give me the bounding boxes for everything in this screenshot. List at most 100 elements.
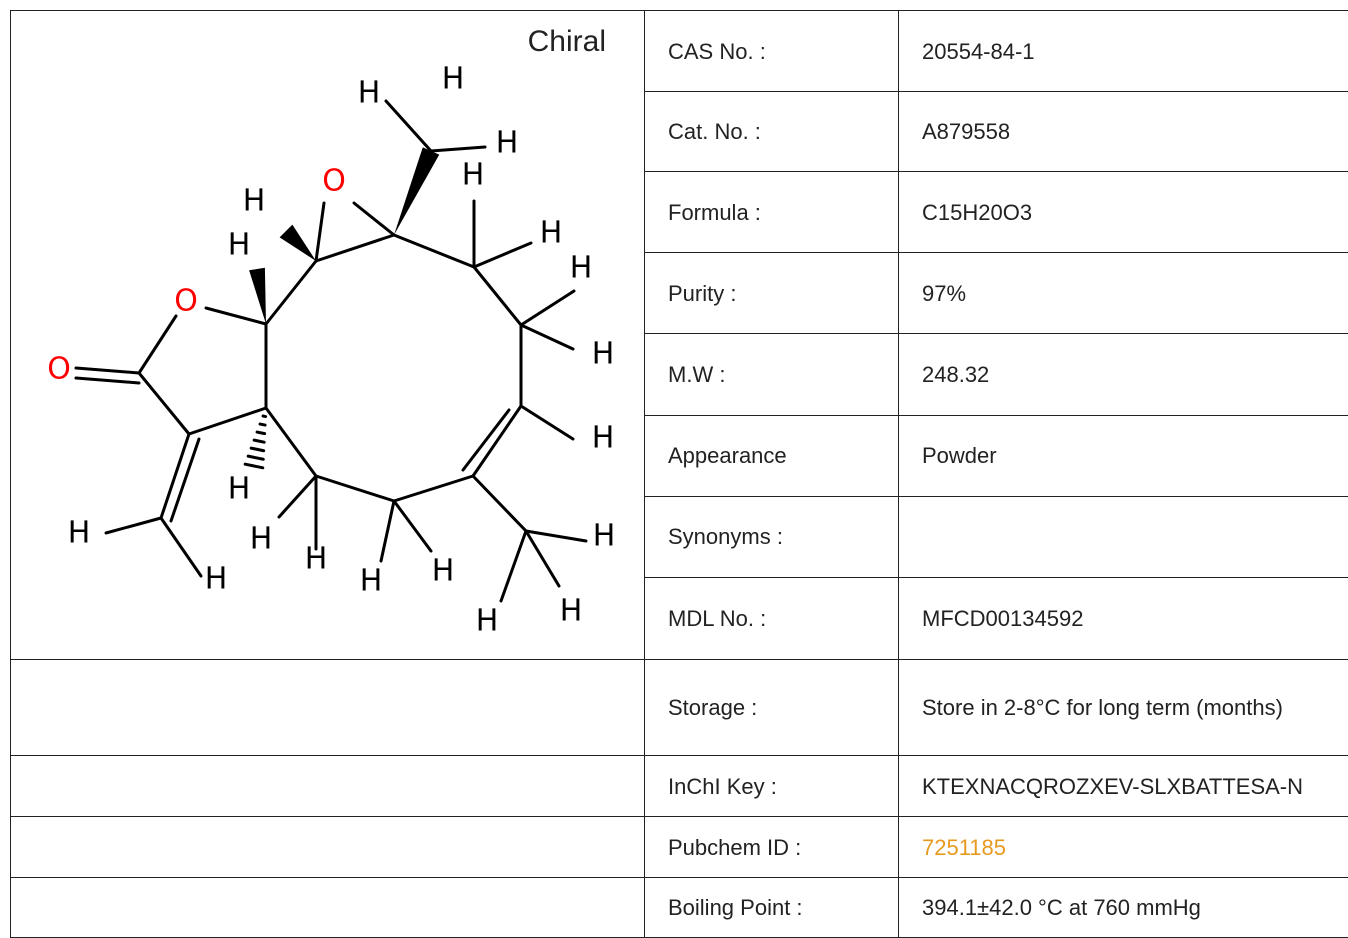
hydrogen-atom-label: H xyxy=(593,519,616,554)
mw-value: 248.32 xyxy=(899,334,1348,415)
bond-line xyxy=(431,147,485,151)
bond-line xyxy=(473,406,521,476)
hydrogen-atom-label: H xyxy=(592,337,615,372)
hydrogen-atom-label: H xyxy=(228,228,251,263)
hydrogen-atom-label: H xyxy=(432,554,455,589)
hydrogen-atom-label: H xyxy=(442,62,465,97)
appearance-label: Appearance xyxy=(645,415,899,496)
hydrogen-atom-label: H xyxy=(462,158,485,193)
hashed-bond-line xyxy=(254,440,264,442)
bond-line xyxy=(394,235,474,267)
hydrogen-atom-label: H xyxy=(68,516,91,551)
bond-line xyxy=(474,243,531,267)
bond-line xyxy=(474,267,521,325)
pubchem-id-label: Pubchem ID : xyxy=(645,817,899,878)
pubchem-id-link[interactable]: 7251185 xyxy=(899,817,1348,878)
bond-line xyxy=(206,308,266,324)
pubchem-id-value[interactable]: 7251185 xyxy=(922,835,1006,860)
empty-cell xyxy=(11,756,645,817)
synonyms-value xyxy=(899,496,1348,577)
bond-line xyxy=(501,531,526,601)
cat-label: Cat. No. : xyxy=(645,92,899,172)
bond-line xyxy=(394,476,473,501)
table-row: Pubchem ID : 7251185 xyxy=(11,817,1348,878)
bond-line xyxy=(521,325,573,349)
mdl-value: MFCD00134592 xyxy=(899,577,1348,659)
hydrogen-atom-label: H xyxy=(570,251,593,286)
hydrogen-atom-label: H xyxy=(592,421,615,456)
bond-line xyxy=(473,476,526,531)
bond-line xyxy=(279,476,316,517)
hydrogen-atom-label: H xyxy=(540,216,563,251)
oxygen-atom-label: O xyxy=(47,352,71,387)
mw-label: M.W : xyxy=(645,334,899,415)
table-row: InChI Key : KTEXNACQROZXEV-SLXBATTESA-N xyxy=(11,756,1348,817)
cas-value: 20554-84-1 xyxy=(899,11,1348,92)
table-row: Storage : Store in 2-8°C for long term (… xyxy=(11,660,1348,756)
boiling-point-label: Boiling Point : xyxy=(645,878,899,938)
hydrogen-atom-label: H xyxy=(205,562,228,597)
bond-line xyxy=(139,373,189,434)
storage-value: Store in 2-8°C for long term (months) xyxy=(899,660,1348,756)
empty-cell xyxy=(11,817,645,878)
bond-line xyxy=(139,316,176,373)
wedge-bond xyxy=(394,147,439,235)
boiling-point-value: 394.1±42.0 °C at 760 mmHg xyxy=(899,878,1348,938)
hashed-bond-line xyxy=(248,456,263,459)
oxygen-atom-label: O xyxy=(322,164,346,199)
hydrogen-atom-label: H xyxy=(360,564,383,599)
empty-cell xyxy=(11,660,645,756)
bond-line xyxy=(266,261,316,324)
oxygen-atom-label: O xyxy=(174,284,198,319)
cat-value: A879558 xyxy=(899,92,1348,172)
hydrogen-atom-label: H xyxy=(305,542,328,577)
hydrogen-atom-label: H xyxy=(560,594,583,629)
hydrogen-atom-label: H xyxy=(250,522,273,557)
bond-line xyxy=(316,235,394,261)
bond-line xyxy=(161,518,201,576)
bond-line xyxy=(76,368,139,373)
bond-line xyxy=(354,203,394,235)
inchi-key-label: InChI Key : xyxy=(645,756,899,817)
bond-line xyxy=(381,501,394,561)
hashed-bond-line xyxy=(260,424,265,425)
appearance-value: Powder xyxy=(899,415,1348,496)
wedge-bond xyxy=(280,225,316,261)
storage-label: Storage : xyxy=(645,660,899,756)
mdl-label: MDL No. : xyxy=(645,577,899,659)
bond-line xyxy=(521,291,574,325)
bond-line xyxy=(316,476,394,501)
bond-line xyxy=(526,531,586,541)
bond-line xyxy=(189,408,266,434)
chiral-label: Chiral xyxy=(528,25,606,58)
wedge-bond xyxy=(249,268,266,324)
bond-line xyxy=(394,501,431,551)
bond-line xyxy=(463,410,509,470)
bond-line xyxy=(316,203,324,261)
hashed-bond-line xyxy=(257,432,265,434)
purity-value: 97% xyxy=(899,253,1348,334)
bond-line xyxy=(526,531,559,586)
bond-line xyxy=(386,101,431,151)
hydrogen-atom-label: H xyxy=(243,184,266,219)
table-row: Boiling Point : 394.1±42.0 °C at 760 mmH… xyxy=(11,878,1348,938)
hashed-bond-line xyxy=(245,464,263,468)
formula-label: Formula : xyxy=(645,172,899,253)
hydrogen-atom-label: H xyxy=(228,472,251,507)
formula-value: C15H20O3 xyxy=(899,172,1348,253)
hashed-bond-line xyxy=(251,448,264,451)
hydrogen-atom-label: H xyxy=(358,76,381,111)
bond-line xyxy=(521,406,573,439)
synonyms-label: Synonyms : xyxy=(645,496,899,577)
cas-label: CAS No. : xyxy=(645,11,899,92)
inchi-key-value: KTEXNACQROZXEV-SLXBATTESA-N xyxy=(899,756,1348,817)
hashed-bond-line xyxy=(263,416,266,417)
hydrogen-atom-label: H xyxy=(476,604,499,639)
bond-line xyxy=(76,378,139,383)
bond-line xyxy=(106,518,161,533)
